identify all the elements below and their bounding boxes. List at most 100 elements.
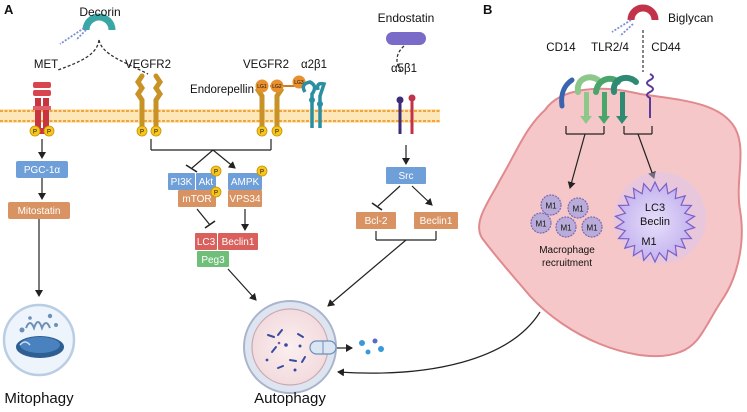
lg3-label: LG3 xyxy=(294,80,304,86)
biglycan-ligand xyxy=(611,4,659,72)
nucleus-m1: M1 xyxy=(641,236,656,248)
beclin1-label: Beclin1 xyxy=(222,237,255,248)
vegfr2-left-receptor: P P xyxy=(134,73,164,137)
autophagosome-icon xyxy=(243,300,337,394)
m1-cell: M1 xyxy=(581,216,603,238)
decorin-label: Decorin xyxy=(79,5,120,19)
m1-cluster: M1 M1 M1 M1 M1 xyxy=(530,194,603,238)
peg3-arrow xyxy=(227,268,257,301)
bcl2-label: Bcl-2 xyxy=(365,216,388,227)
m1-cell: M1 xyxy=(567,197,589,219)
cd14-receptor xyxy=(559,77,575,109)
endorepellin-lg-domains: LG1 LG2 LG3 xyxy=(255,75,306,93)
recruitment-line1: Macrophage xyxy=(539,245,595,256)
svg-text:M1: M1 xyxy=(586,224,598,233)
mitophagy-label: Mitophagy xyxy=(4,390,74,407)
receptor-brackets xyxy=(565,126,656,189)
beclin1-box xyxy=(218,233,258,250)
lc3-label: LC3 xyxy=(197,237,216,248)
lc3-box xyxy=(195,233,217,250)
biglycan-label: Biglycan xyxy=(668,11,713,25)
endorepellin-label: Endorepellin xyxy=(190,84,254,96)
svg-text:P: P xyxy=(275,130,279,136)
m1-cell: M1 xyxy=(530,212,552,234)
mtor-label: mTOR xyxy=(182,194,211,205)
svg-text:P: P xyxy=(47,130,51,136)
svg-text:P: P xyxy=(33,130,37,136)
vegfr2-left-label: VEGFR2 xyxy=(125,59,171,71)
recruitment-line2: recruitment xyxy=(542,258,592,269)
ampk-box xyxy=(228,173,262,190)
decorin-ligand xyxy=(57,13,149,75)
mtor-inhibition xyxy=(196,208,216,229)
svg-text:M1: M1 xyxy=(560,224,572,233)
tlr-label: TLR2/4 xyxy=(591,42,629,54)
pgc1a-box xyxy=(16,161,68,178)
lg2-label: LG2 xyxy=(272,84,282,90)
vegfr2-merge-bracket xyxy=(150,139,272,173)
svg-text:P: P xyxy=(214,191,218,197)
autophagy-label: Autophagy xyxy=(254,390,326,407)
akt-box xyxy=(196,173,216,190)
src-branches xyxy=(371,185,433,211)
nucleus-beclin: Beclin xyxy=(640,216,670,228)
mitostatin-label: Mitostatin xyxy=(18,206,61,217)
svg-text:M1: M1 xyxy=(572,205,584,214)
svg-text:P: P xyxy=(140,130,144,136)
m1-cell: M1 xyxy=(555,216,577,238)
ampk-label: AMPK xyxy=(231,177,260,188)
src-box xyxy=(386,167,426,184)
nucleus xyxy=(614,172,706,264)
met-receptor xyxy=(33,82,51,134)
bcl2-box xyxy=(356,212,396,229)
vps34-box xyxy=(228,190,262,207)
ampk-phospho xyxy=(256,165,268,177)
src-merge-bracket xyxy=(327,231,437,307)
vegfr2-right-label: VEGFR2 xyxy=(243,59,289,71)
mitochondrion-icon xyxy=(2,303,76,377)
peg3-box xyxy=(197,251,229,267)
svg-text:M1: M1 xyxy=(535,220,547,229)
endostatin-binding-line xyxy=(396,45,405,73)
lg1-label: LG1 xyxy=(257,84,267,90)
mitostatin-box xyxy=(8,202,70,219)
akt-phospho xyxy=(210,165,222,177)
beclin1-right-box xyxy=(414,212,458,229)
vps34-label: VPS34 xyxy=(229,194,261,205)
tlr-receptor xyxy=(574,74,639,124)
pgc1a-label: PGC-1α xyxy=(24,165,61,176)
a2b1-label: α2β1 xyxy=(301,59,327,71)
endostatin-ligand xyxy=(386,32,426,45)
endostatin-label: Endostatin xyxy=(378,11,435,25)
peg3-label: Peg3 xyxy=(201,255,225,266)
cd44-receptor xyxy=(646,73,654,118)
a2b1-integrin xyxy=(301,80,327,128)
pi3k-label: PI3K xyxy=(171,177,193,188)
panel-b-label: B xyxy=(483,2,492,17)
mtor-phospho xyxy=(210,186,222,198)
akt-label: Akt xyxy=(199,177,214,188)
cell-to-autophagy-arrow xyxy=(337,311,541,377)
svg-text:M1: M1 xyxy=(545,202,557,211)
svg-text:P: P xyxy=(154,130,158,136)
m1-cell: M1 xyxy=(540,194,562,216)
pi3k-box xyxy=(168,173,195,190)
src-label: Src xyxy=(399,171,414,182)
met-label: MET xyxy=(34,59,58,71)
mtor-box xyxy=(178,190,216,207)
macrophage-cell xyxy=(478,87,743,358)
beclin1-right-label: Beclin1 xyxy=(420,216,453,227)
cd14-label: CD14 xyxy=(546,42,576,54)
svg-text:P: P xyxy=(214,170,218,176)
nucleus-lc3: LC3 xyxy=(645,202,665,214)
cell-membrane xyxy=(0,109,440,123)
cd44-label: CD44 xyxy=(651,42,681,54)
met-phospho: P P xyxy=(29,125,55,137)
panel-a-label: A xyxy=(4,2,14,17)
svg-text:P: P xyxy=(260,170,264,176)
a5b1-label: α5β1 xyxy=(391,63,417,75)
autophagy-output-arrow xyxy=(337,338,384,355)
a5b1-integrin xyxy=(396,94,416,134)
